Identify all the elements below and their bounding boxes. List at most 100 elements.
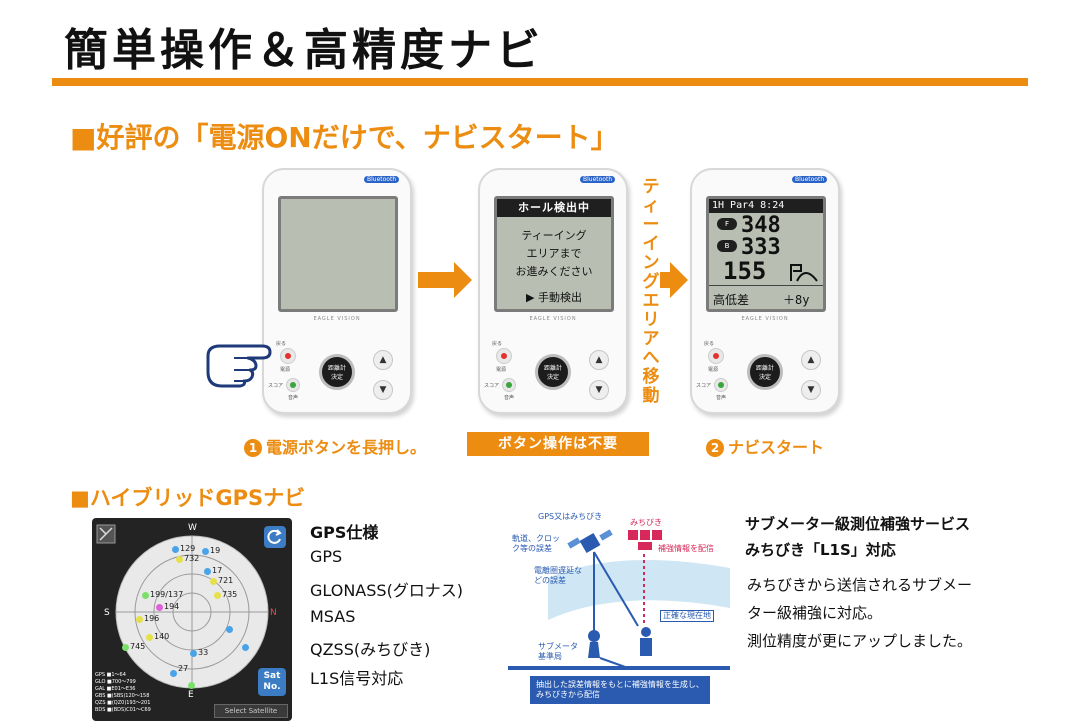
screen2-line-2: エリアまで [526, 247, 582, 260]
spec-item-glonass: GLONASS(グロナス) [310, 581, 464, 600]
sound-label: 音声 [288, 395, 299, 401]
hole-status-bar: 1H Par4 8:24 [709, 199, 823, 213]
device-step3: Bluetooth 1H Par4 8:24 F 348 B 333 155 高… [690, 168, 840, 414]
label-reference-station: サブメータ基準局 [538, 642, 578, 661]
legend-sbas: GBS ■(SBS)120～158 [95, 693, 150, 699]
back-label: 戻る [492, 341, 503, 347]
satellite-label: 735 [222, 590, 238, 599]
satellite-dot [146, 634, 153, 641]
legend-galileo: GAL ■E01～E36 [95, 686, 136, 692]
satellite-dot [210, 578, 217, 585]
label-iono-error: 電離圏遅延などの誤差 [534, 566, 582, 585]
up-button[interactable]: ▲ [589, 350, 609, 370]
satellite-dot [172, 546, 179, 553]
center-top-label: 距離計 [543, 365, 562, 372]
score-label: スコア [696, 383, 712, 389]
compass-right: N [270, 608, 277, 618]
down-button[interactable]: ▼ [589, 380, 609, 400]
spec-item-msas: MSAS [310, 607, 356, 626]
elevation-value: ＋8y [783, 293, 810, 307]
satellite-label: 194 [164, 602, 180, 611]
satellite-dot [142, 592, 149, 599]
section-title-navi-start: ■好評の「電源ONだけで、ナビスタート」 [70, 121, 619, 154]
power-label: 電源 [280, 367, 291, 373]
power-button[interactable] [496, 348, 512, 364]
satellite-dot [188, 682, 195, 689]
label-michibiki: みちびき [630, 518, 662, 527]
back-badge: B [717, 240, 737, 252]
gps-spec-title: GPS仕様 [310, 523, 379, 542]
spec-item-l1s: L1S信号対応 [310, 669, 404, 688]
sound-button[interactable] [286, 378, 300, 392]
bluetooth-badge: Bluetooth [580, 176, 616, 183]
pointing-hand-icon [206, 344, 272, 388]
power-button[interactable] [708, 348, 724, 364]
sound-button[interactable] [502, 378, 516, 392]
front-distance: 348 [741, 213, 781, 238]
satellite-dot [156, 604, 163, 611]
sound-button[interactable] [714, 378, 728, 392]
refresh-icon[interactable] [264, 526, 286, 548]
compass-left: S [104, 608, 110, 618]
center-bottom-label: 決定 [546, 374, 559, 381]
power-label: 電源 [496, 367, 507, 373]
satellite-dot [190, 650, 197, 657]
sat-no-button[interactable]: Sat No. [258, 668, 286, 696]
center-top-label: 距離計 [755, 365, 774, 372]
down-button[interactable]: ▼ [373, 380, 393, 400]
select-satellite-button[interactable]: Select Satellite [214, 704, 288, 718]
label-bottom-note: 抽出した誤差情報をもとに補強情報を生成し、みちびきから配信 [536, 680, 704, 699]
l1s-title-line-2: みちびき「L1S」対応 [745, 541, 896, 559]
satellite-label: 196 [144, 614, 160, 623]
distance-enter-button[interactable]: 距離計 決定 [747, 354, 783, 390]
center-bottom-label: 決定 [758, 374, 771, 381]
satellite-dot [170, 670, 177, 677]
satellite-label: 721 [218, 576, 234, 585]
distance-enter-button[interactable]: 距離計 決定 [319, 354, 355, 390]
l1s-body-line-3: 測位精度が更にアップしました。 [747, 632, 973, 650]
screen-divider [709, 285, 823, 286]
power-button[interactable] [280, 348, 296, 364]
manual-detect-option[interactable]: ▶ 手動検出 [526, 291, 582, 304]
back-label: 戻る [704, 341, 715, 347]
center-distance: 155 [723, 257, 767, 285]
device-screen-hole-detect: ホール検出中 ティーイング エリアまで お進みください ▶ 手動検出 [494, 196, 614, 312]
screen2-line-1: ティーイング [521, 229, 587, 242]
constellation-legend: GPS ■1～64 GLO ■700～799 GAL ■E01～E36 GBS … [95, 672, 185, 714]
satellite-dot [226, 626, 233, 633]
diagram-graphics [508, 529, 730, 704]
sound-label: 音声 [716, 395, 727, 401]
device-screen-navi: 1H Par4 8:24 F 348 B 333 155 高低差 ＋8y [706, 196, 826, 312]
score-label: スコア [484, 383, 500, 389]
label-orbit-error: 軌道、クロック等の誤差 [512, 534, 560, 553]
flow-arrow-1 [418, 262, 472, 298]
compass-toggle-icon[interactable] [96, 524, 116, 544]
satellite-label: 33 [198, 648, 209, 657]
compass-bottom: E [188, 690, 194, 700]
down-button[interactable]: ▼ [801, 380, 821, 400]
screen2-line-3: お進みください [515, 265, 593, 278]
satellite-dot [202, 548, 209, 555]
step-number-1: 1 [244, 439, 262, 457]
device-brand: EAGLE VISION [313, 316, 361, 322]
center-bottom-label: 決定 [330, 374, 343, 381]
satellite-dot [204, 568, 211, 575]
device-step1: Bluetooth EAGLE VISION 戻る 電源 スコア 音声 距離計 … [262, 168, 412, 414]
score-label: スコア [268, 383, 284, 389]
device-brand: EAGLE VISION [529, 316, 577, 322]
power-label: 電源 [708, 367, 719, 373]
elevation-label: 高低差 [713, 293, 750, 307]
section-title-hybrid-gps: ■ハイブリッドGPSナビ [70, 486, 306, 510]
satellite-label: 17 [212, 566, 223, 575]
step-number-2: 2 [706, 439, 724, 457]
back-label: 戻る [276, 341, 287, 347]
label-accurate-position: 正確な現在地 [660, 610, 714, 622]
satellite-sky-view: W N E S 129 732 19 17 721 735 199/137 19… [92, 518, 292, 721]
distance-enter-button[interactable]: 距離計 決定 [535, 354, 571, 390]
label-gps-michibiki: GPS又はみちびき [538, 512, 603, 521]
up-button[interactable]: ▲ [373, 350, 393, 370]
satellite-label: 27 [178, 664, 189, 673]
step-1-label: 電源ボタンを長押し。 [266, 438, 427, 457]
up-button[interactable]: ▲ [801, 350, 821, 370]
